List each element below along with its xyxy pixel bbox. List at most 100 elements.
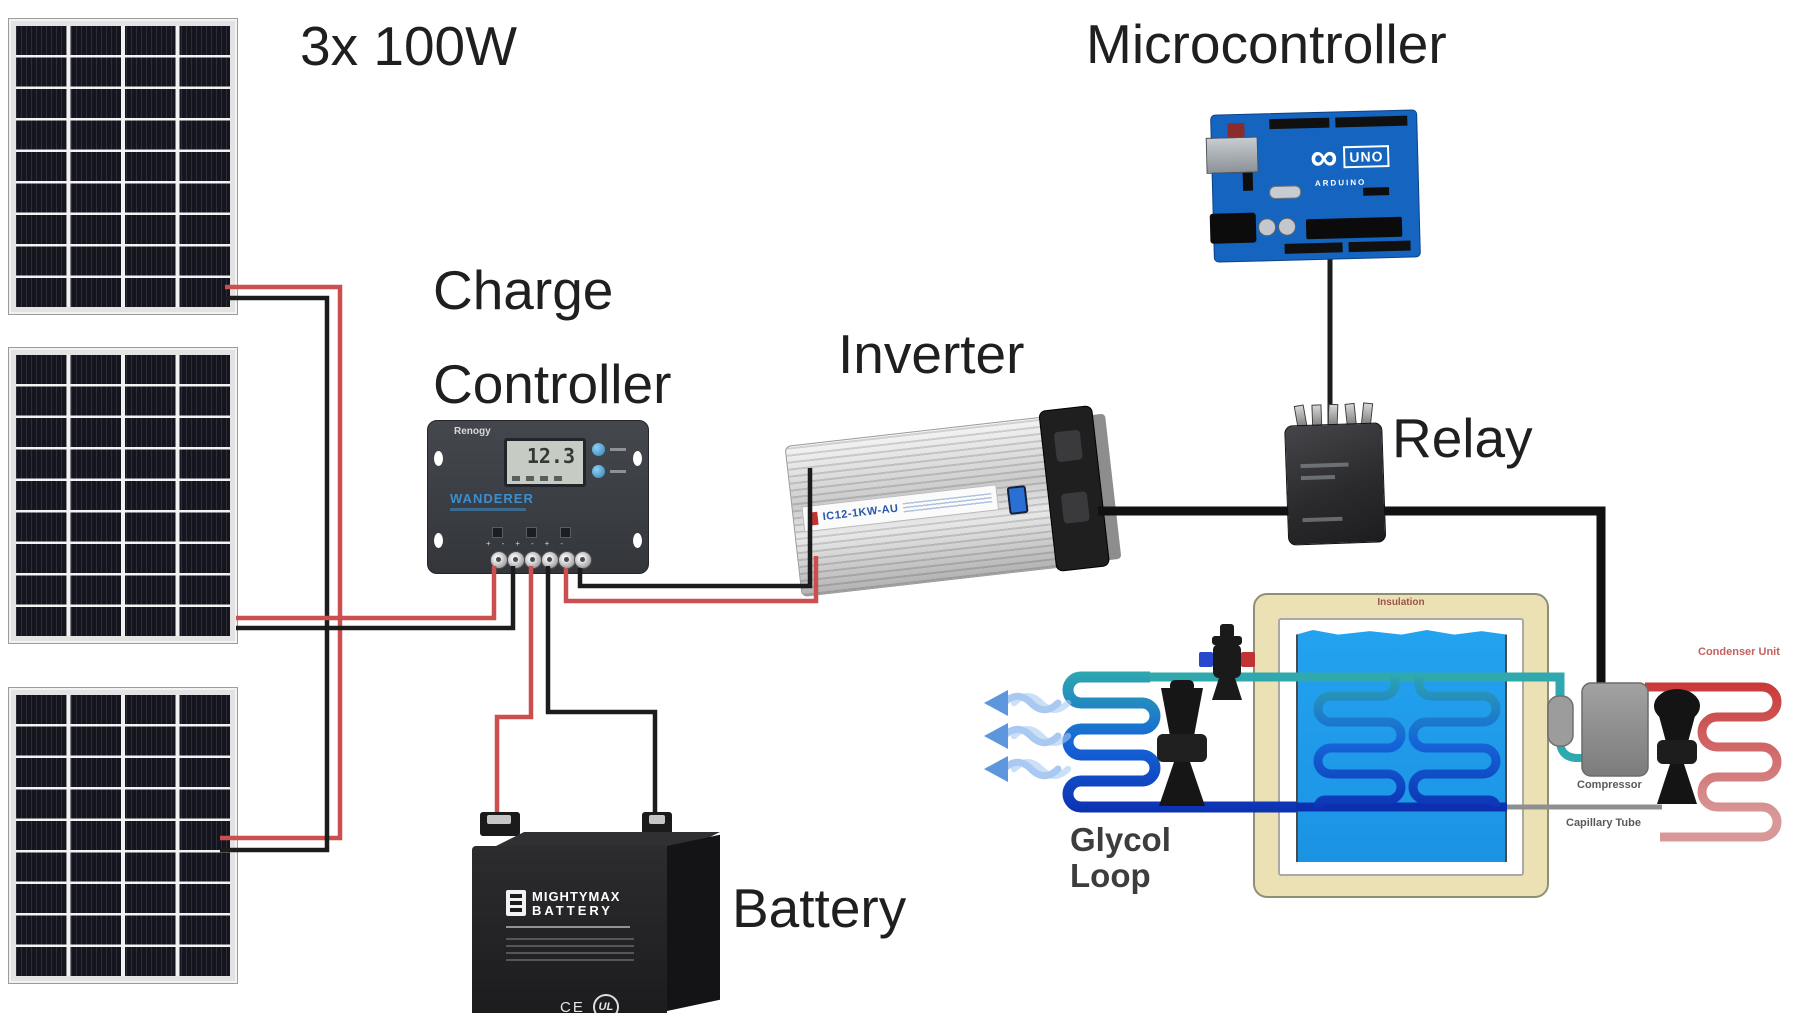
capacitor-icon [1257,218,1277,237]
usb-port-icon [1205,136,1259,174]
charge-controller-device: Renogy 12.3 WANDERER +-+-+- [427,420,649,574]
pv-red-wire [236,566,497,621]
enter-button[interactable] [592,465,605,478]
atmega-chip [1305,216,1403,240]
battery-red-wire [494,566,534,822]
pv-black-wire [220,295,330,853]
battery-positive-terminal [480,812,520,836]
load-red-wire [563,556,819,604]
spec-line [506,952,634,954]
inverter-label: Inverter [838,323,1025,385]
ic-chip [1242,172,1254,191]
lcd-icons [512,476,562,481]
select-button[interactable] [592,443,605,456]
ic-chip [1363,187,1390,196]
relay-device [1284,402,1387,546]
charge-label-line2: Controller [433,353,672,415]
compressor-unit [1581,682,1649,777]
spec-line [506,945,634,947]
microcontroller-label: Microcontroller [1086,13,1447,75]
capacitor-icon [1277,217,1297,236]
solar-cells [16,695,230,976]
polarity-marks: +-+-+- [486,539,575,548]
air-arrow-icon [984,723,1072,749]
pv-icon [492,527,503,538]
relay-marking [1302,516,1343,523]
battery-brand-line1: MIGHTYMAX [532,889,621,904]
solar-cells [16,26,230,307]
load-icon [560,527,571,538]
controller-model: WANDERER [450,491,534,506]
battery-black-wire [545,566,658,822]
battery-front: MIGHTYMAX BATTERY CE UL [472,846,667,1013]
relay-marking [1300,474,1336,481]
load-black-wire [577,468,813,589]
battery-brand-line2: BATTERY [532,903,613,918]
solar-panel-2 [8,347,238,644]
terminal-load-minus [574,551,592,569]
capillary-tube-label: Capillary Tube [1566,817,1641,829]
glycol-loop-label: Glycol Loop [1070,821,1171,894]
mount-hole-icon [633,533,642,548]
spec-line [506,959,634,961]
controller-brand: Renogy [454,426,491,437]
pv-red-wire [220,284,343,841]
power-jack-icon [1209,212,1257,244]
pin-header [1269,117,1330,130]
infinity-logo-icon: ∞ [1309,136,1338,180]
relay-marking [1300,462,1349,469]
button-label-mark [610,448,626,451]
mount-hole-icon [434,451,443,466]
lcd-value: 12.3 [526,444,575,468]
controller-lcd: 12.3 [504,438,586,487]
ac-power-cable [1098,506,1606,685]
condenser-coil [1645,682,1782,842]
relay-label: Relay [1392,407,1533,469]
button-label-mark [610,470,626,473]
evaporator-coil-right [1408,677,1501,808]
compressor-label: Compressor [1577,779,1642,791]
relay-body [1284,422,1387,546]
reset-button[interactable] [1227,122,1245,138]
arduino-board: ∞ UNO ARDUINO [1205,109,1421,263]
glycol-loop-coil [1062,671,1296,813]
solar-panel-3 [8,687,238,984]
spec-line [506,938,634,940]
ul-mark: UL [592,994,619,1013]
mount-hole-icon [633,451,642,466]
solar-panel-1 [8,18,238,315]
uno-label: UNO [1343,145,1390,169]
mount-hole-icon [434,533,443,548]
certification-marks: CE UL [560,994,619,1013]
condenser-fan-icon [1654,689,1700,804]
panel-wires [220,284,516,853]
battery-logo-icon [506,890,526,916]
charge-label-line1: Charge [433,259,614,321]
battery-side [667,834,720,1011]
inverter-wires [563,468,819,604]
solar-cells [16,355,230,636]
label-rule [506,926,630,928]
accumulator [1547,695,1574,747]
battery-label: Battery [732,877,907,939]
pin-header [1335,115,1408,128]
crystal-icon [1268,185,1302,200]
airflow-arrows [984,690,1072,782]
condenser-unit-label: Condenser Unit [1698,646,1780,658]
glycol-pump-icon [1157,680,1207,806]
battery-device: MIGHTYMAX BATTERY CE UL [470,806,725,1013]
battery-icon [526,527,537,538]
insulation-label: Insulation [1377,597,1425,608]
battery-brand-logo: MIGHTYMAX BATTERY [506,890,620,918]
battery-wires [494,566,658,822]
solenoid-valve-icon [1199,624,1255,700]
air-arrow-icon [984,756,1072,782]
ce-mark: CE [560,998,585,1013]
evaporator-coil-left [1313,677,1406,808]
pin-header [1348,240,1411,253]
pin-header [1284,242,1343,254]
solar-label: 3x 100W [300,15,518,77]
pv-black-wire [236,566,516,631]
